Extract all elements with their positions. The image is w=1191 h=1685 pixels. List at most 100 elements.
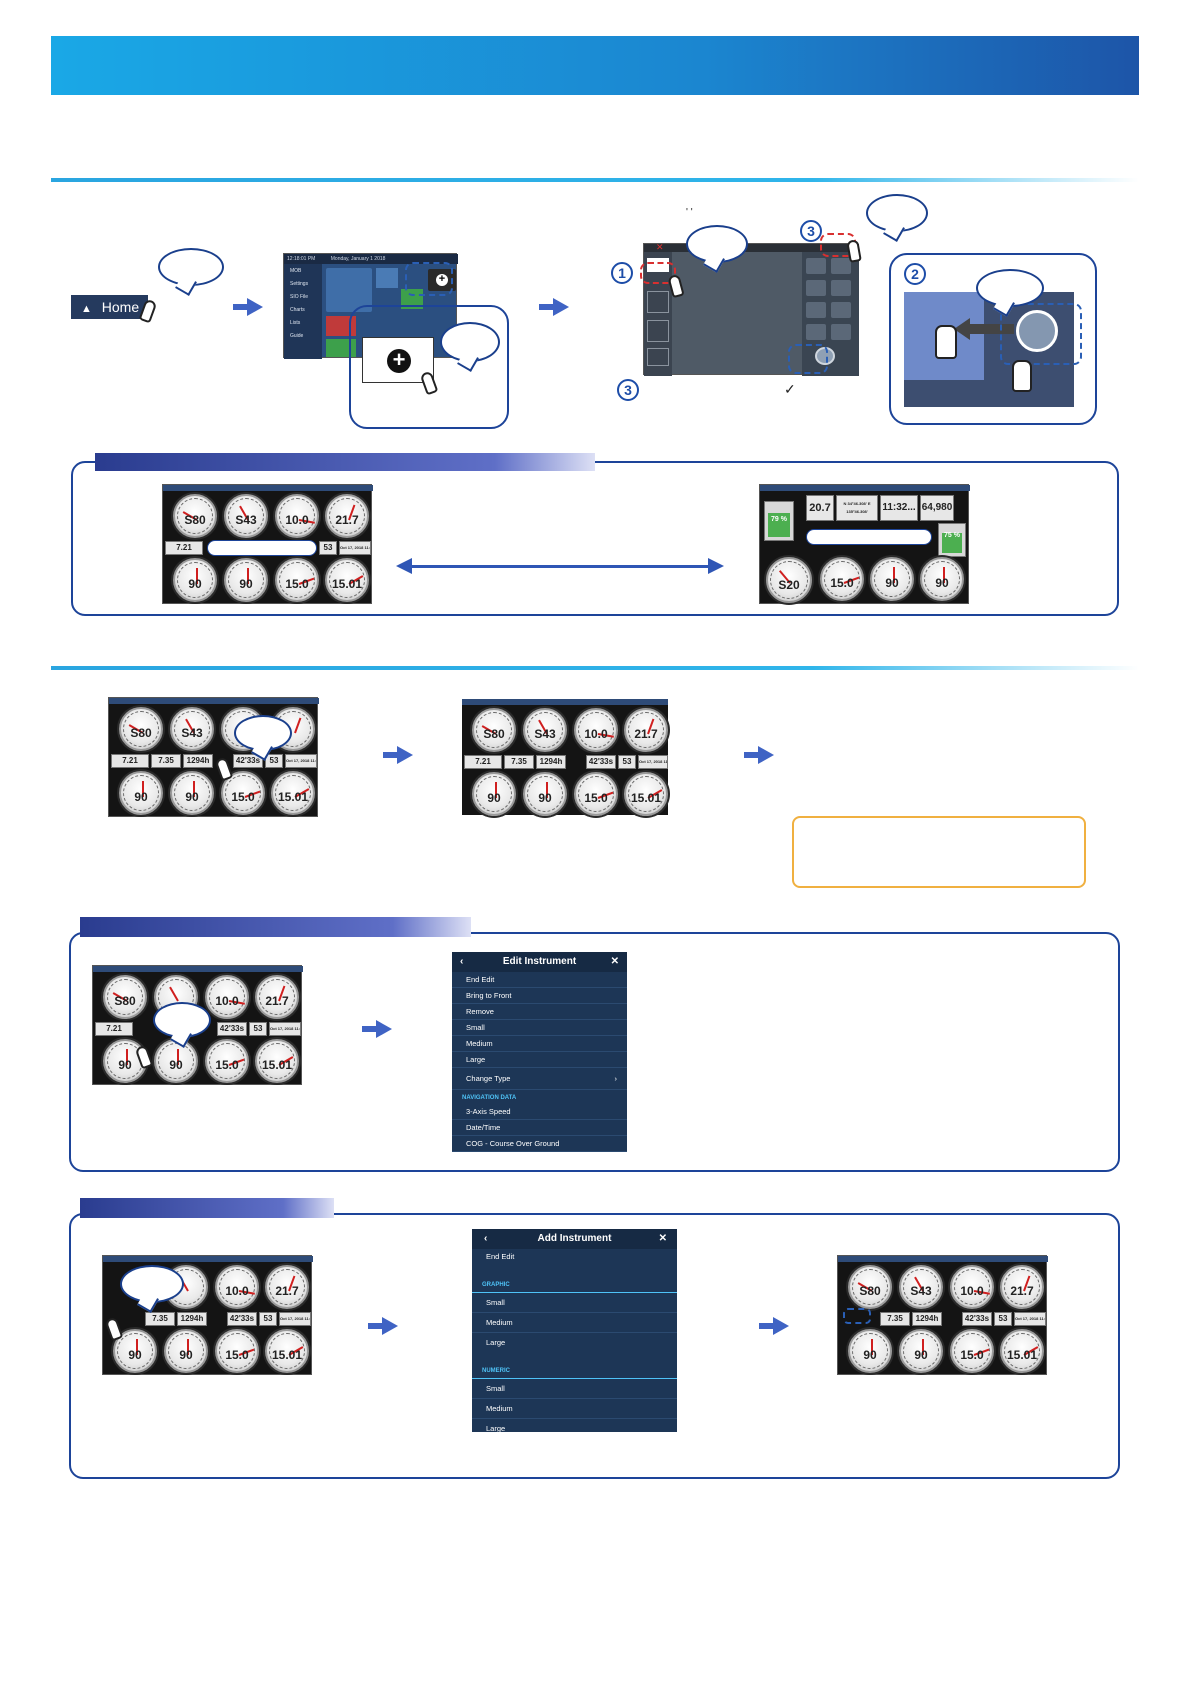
function-icon[interactable] <box>831 258 851 274</box>
data-cell[interactable]: 53 <box>265 754 283 768</box>
home-tile[interactable] <box>326 316 356 336</box>
home-menu-item-mob[interactable]: MOB <box>290 268 302 274</box>
gauge[interactable]: 21.7 <box>265 1265 309 1309</box>
home-menu-item-siofile[interactable]: SIO File <box>290 294 309 300</box>
layout-option[interactable] <box>647 320 669 342</box>
menu-item-change-type[interactable]: Change Type › <box>452 1068 627 1090</box>
gauge[interactable]: 90 <box>154 1039 198 1083</box>
home-menu-item-settings[interactable]: Settings <box>290 281 309 287</box>
gauge[interactable]: 10.0 <box>205 975 249 1019</box>
function-icon[interactable] <box>806 258 826 274</box>
function-icon[interactable] <box>806 302 826 318</box>
home-tile[interactable] <box>326 339 356 357</box>
data-cell[interactable]: 53 <box>618 755 636 769</box>
data-cell[interactable]: Oct 17, 2018 11:23:00 AM <box>1014 1312 1046 1326</box>
menu-item-date-time[interactable]: Date/Time <box>452 1120 627 1136</box>
data-cell[interactable]: 7.21 <box>165 541 203 555</box>
gauge[interactable]: 15.0 <box>215 1329 259 1373</box>
gauge[interactable]: 15.0 <box>950 1329 994 1373</box>
gauge[interactable]: 15.01 <box>271 771 315 815</box>
data-cell[interactable]: 1294h <box>912 1312 942 1326</box>
function-icon[interactable] <box>831 302 851 318</box>
menu-item-end-edit[interactable]: End Edit <box>452 972 627 988</box>
gauge[interactable]: 15.01 <box>624 772 668 816</box>
data-cell[interactable]: 7.21 <box>111 754 149 768</box>
gauge[interactable]: 90 <box>173 558 217 602</box>
gauge[interactable]: 90 <box>472 772 516 816</box>
data-cell[interactable]: 53 <box>994 1312 1012 1326</box>
gauge[interactable]: 15.01 <box>325 558 369 602</box>
gauge[interactable]: 90 <box>170 771 214 815</box>
gauge[interactable]: 90 <box>224 558 268 602</box>
menu-item-numeric-large[interactable]: Large <box>486 1424 506 1432</box>
home-tile[interactable] <box>326 268 372 312</box>
home-menu-item-guide[interactable]: Guide <box>290 333 304 339</box>
data-cell[interactable]: 64,980 <box>920 495 954 521</box>
chevron-left-icon[interactable]: ‹ <box>460 956 464 967</box>
menu-item-bring-to-front[interactable]: Bring to Front <box>452 988 627 1004</box>
data-cell[interactable]: 42'33s <box>233 754 263 768</box>
gauge[interactable]: 90 <box>899 1329 943 1373</box>
menu-item-small[interactable]: Small <box>452 1020 627 1036</box>
home-menu-item-lists[interactable]: Lists <box>290 320 301 326</box>
data-cell[interactable]: 7.21 <box>95 1022 133 1036</box>
data-cell[interactable]: 53 <box>249 1022 267 1036</box>
function-icon[interactable] <box>806 280 826 296</box>
home-tile[interactable] <box>376 268 398 288</box>
gauge[interactable]: 15.0 <box>275 558 319 602</box>
gauge[interactable]: S43 <box>170 707 214 751</box>
gauge[interactable]: S43 <box>523 708 567 752</box>
percent-gauge[interactable]: 79 % <box>764 501 794 541</box>
gauge[interactable]: 21.7 <box>1000 1265 1044 1309</box>
gauge[interactable]: 21.7 <box>325 494 369 538</box>
gauge[interactable]: 21.7 <box>255 975 299 1019</box>
plus-tile[interactable]: + <box>428 269 456 291</box>
plus-button-large[interactable]: + <box>362 337 434 383</box>
chevron-left-icon[interactable]: ‹ <box>484 1233 488 1244</box>
data-cell[interactable]: 42'33s <box>586 755 616 769</box>
home-menu-item-charts[interactable]: Charts <box>290 307 305 313</box>
gauge[interactable]: S80 <box>103 975 147 1019</box>
gauge[interactable]: 10.0 <box>275 494 319 538</box>
data-cell[interactable]: 53 <box>319 541 337 555</box>
data-cell[interactable]: 20.7 <box>806 495 834 521</box>
gauge[interactable]: S80 <box>472 708 516 752</box>
gauge[interactable]: S80 <box>119 707 163 751</box>
data-cell[interactable]: 42'33s <box>962 1312 992 1326</box>
menu-item-numeric-medium[interactable]: Medium <box>472 1399 677 1419</box>
menu-item-numeric-small[interactable]: Small <box>472 1379 677 1399</box>
data-cell[interactable]: 7.21 <box>464 755 502 769</box>
menu-item-remove[interactable]: Remove <box>452 1004 627 1020</box>
gauge[interactable]: 15.0 <box>205 1039 249 1083</box>
data-cell[interactable]: 7.35 <box>880 1312 910 1326</box>
data-cell[interactable]: 7.35 <box>504 755 534 769</box>
close-icon[interactable]: ✕ <box>658 1233 667 1244</box>
gauge[interactable]: 90 <box>848 1329 892 1373</box>
data-cell[interactable]: N 34°46.308' E 135°46.308' <box>836 495 878 521</box>
menu-item-large[interactable]: Large <box>452 1052 627 1068</box>
home-button[interactable]: ▲ Home <box>71 295 148 319</box>
menu-item-3-axis-speed[interactable]: 3-Axis Speed <box>452 1104 627 1120</box>
gauge[interactable]: 15.01 <box>265 1329 309 1373</box>
menu-item-cog[interactable]: COG - Course Over Ground <box>452 1136 627 1152</box>
gauge[interactable]: 15.01 <box>1000 1329 1044 1373</box>
data-cell[interactable]: 7.35 <box>151 754 181 768</box>
layout-slot[interactable] <box>647 258 669 272</box>
data-cell[interactable]: 7.35 <box>145 1312 175 1326</box>
data-cell[interactable]: 53 <box>259 1312 277 1326</box>
menu-item-medium[interactable]: Medium <box>452 1036 627 1052</box>
data-cell[interactable]: 42'33s <box>227 1312 257 1326</box>
gauge[interactable]: S43 <box>899 1265 943 1309</box>
gauge[interactable]: 10.0 <box>950 1265 994 1309</box>
function-icon[interactable] <box>806 324 826 340</box>
menu-item-graphic-small[interactable]: Small <box>472 1293 677 1313</box>
gauge[interactable]: 15.0 <box>820 557 864 601</box>
close-icon[interactable]: ✕ <box>656 242 664 252</box>
gauge[interactable]: 15.0 <box>574 772 618 816</box>
gauge[interactable]: 90 <box>164 1329 208 1373</box>
percent-gauge[interactable]: 75 % <box>938 523 966 557</box>
data-cell[interactable]: Oct 17, 2018 11:23:00 AM <box>279 1312 311 1326</box>
layout-option[interactable] <box>647 291 669 313</box>
gauge-icon[interactable] <box>1016 310 1058 352</box>
layout-option[interactable] <box>647 348 669 366</box>
